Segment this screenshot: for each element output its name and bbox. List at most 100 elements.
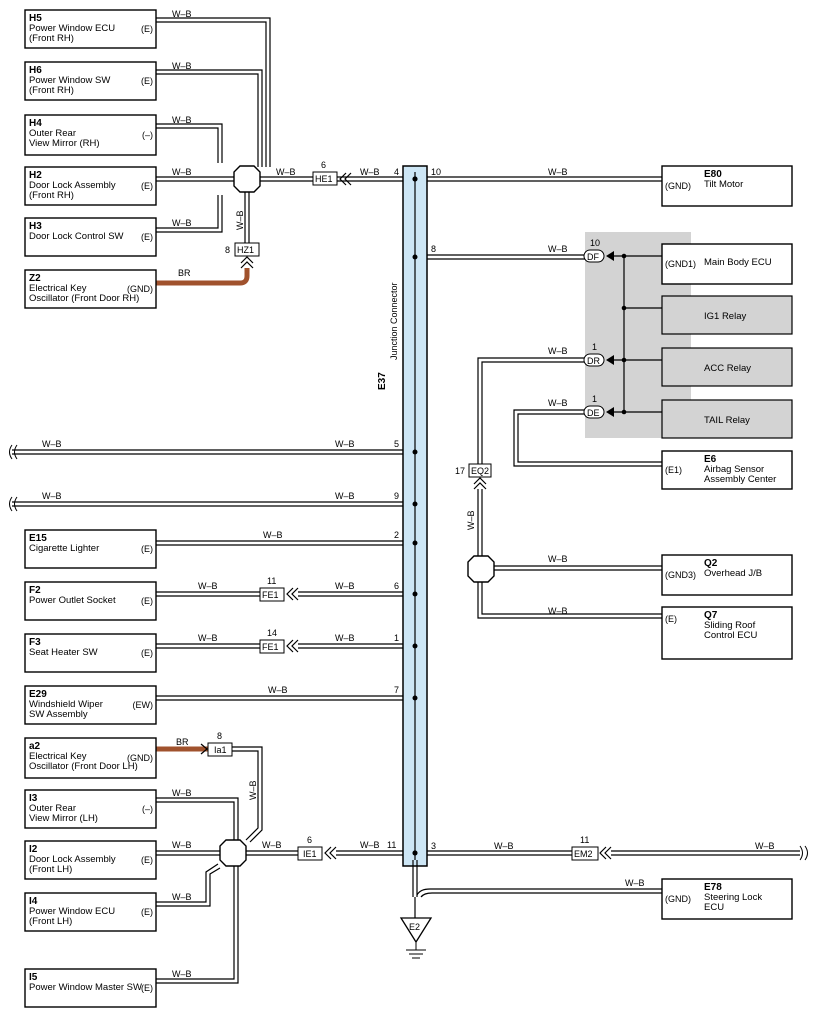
component-id: H3 <box>29 221 42 232</box>
component-name: Sliding Roof <box>704 620 756 631</box>
component-id: I4 <box>29 896 38 907</box>
pin-1: 1 <box>394 633 399 643</box>
svg-text:17: 17 <box>455 466 465 476</box>
wire-label: W–B <box>335 491 355 501</box>
wire-label: W–B <box>548 346 568 356</box>
wire-label: W–B <box>494 841 514 851</box>
component-name: Door Lock Assembly <box>29 180 116 191</box>
wire-label: W–B <box>360 840 380 850</box>
pin-9: 9 <box>394 491 399 501</box>
component-name: View Mirror (LH) <box>29 813 98 824</box>
wire-label: W–B <box>625 878 645 888</box>
component-name: Power Window Master SW <box>29 982 142 993</box>
component-pin: (GND) <box>127 284 153 294</box>
junction-name: Junction Connector <box>389 282 399 360</box>
component-id: H6 <box>29 65 42 76</box>
pin-4: 4 <box>394 167 399 177</box>
splice-point <box>219 839 247 867</box>
component-id: Q7 <box>704 610 718 621</box>
svg-text:8: 8 <box>225 245 230 255</box>
component-name: Cigarette Lighter <box>29 543 99 554</box>
wire-label: W–B <box>360 167 380 177</box>
wire-label: W–B <box>548 554 568 564</box>
component-pin: (E) <box>141 983 153 993</box>
svg-text:EQ2: EQ2 <box>471 466 489 476</box>
component-mbe: Main Body ECU (GND1) <box>661 243 793 285</box>
wire-label: W–B <box>172 61 192 71</box>
svg-text:DF: DF <box>587 252 599 262</box>
component-id: Z2 <box>29 273 41 284</box>
wire-label: W–B <box>172 218 192 228</box>
component-name: (Front RH) <box>29 190 74 201</box>
component-pin: (EW) <box>133 700 154 710</box>
connector-hz1: HZ1 8 <box>225 242 260 269</box>
component-pin: (–) <box>142 804 153 814</box>
component-id: H4 <box>29 118 42 129</box>
component-pin: (E) <box>141 855 153 865</box>
component-id: F3 <box>29 637 41 648</box>
svg-text:DE: DE <box>587 408 600 418</box>
wire-label: W–B <box>335 439 355 449</box>
wire-label: W–B <box>548 167 568 177</box>
svg-text:IE1: IE1 <box>303 849 317 859</box>
component-name: Tilt Motor <box>704 179 743 190</box>
component-pin: (GND1) <box>665 259 696 269</box>
wire-label: W–B <box>263 530 283 540</box>
wire-label: W–B <box>172 892 192 902</box>
component-pin: (E) <box>141 76 153 86</box>
wire-label: W–B <box>172 167 192 177</box>
component-name: Seat Heater SW <box>29 647 98 658</box>
svg-text:FE1: FE1 <box>262 590 279 600</box>
component-name: Power Window SW <box>29 75 110 86</box>
component-name: Windshield Wiper <box>29 699 103 710</box>
component-name: Door Lock Control SW <box>29 231 124 242</box>
component-name: Power Window ECU <box>29 23 115 34</box>
pin-3: 3 <box>431 841 436 851</box>
component-pin: (E) <box>141 24 153 34</box>
wire-label: W–B <box>548 244 568 254</box>
svg-text:TAIL Relay: TAIL Relay <box>704 415 750 426</box>
component-name: View Mirror (RH) <box>29 138 100 149</box>
component-pin: (E) <box>141 181 153 191</box>
splice-point <box>233 165 261 193</box>
component-name: Steering Lock <box>704 892 762 903</box>
component-id: I3 <box>29 793 38 804</box>
svg-text:11: 11 <box>580 835 589 845</box>
pin-10: 10 <box>431 167 441 177</box>
component-name: Assembly Center <box>704 474 776 485</box>
component-id: I5 <box>29 972 38 983</box>
component-name: ECU <box>704 902 724 913</box>
svg-text:EM2: EM2 <box>574 849 593 859</box>
wire-label: W–B <box>42 439 62 449</box>
component-pin: (GND3) <box>665 570 696 580</box>
component-pin: (E) <box>141 907 153 917</box>
component-name: Main Body ECU <box>704 257 772 268</box>
component-pin: (E) <box>141 232 153 242</box>
pin-6: 6 <box>394 581 399 591</box>
connector-fe1-b: FE1 14 <box>259 628 299 654</box>
component-name: Outer Rear <box>29 128 76 139</box>
wire-label: W–B <box>548 398 568 408</box>
component-id: H2 <box>29 170 42 181</box>
svg-text:IG1 Relay: IG1 Relay <box>704 311 746 322</box>
connector-eq2: EQ2 17 <box>455 463 492 490</box>
wire-label: W–B <box>248 780 258 800</box>
wire-label: W–B <box>172 9 192 19</box>
component-name: Power Outlet Socket <box>29 595 116 606</box>
component-name: Control ECU <box>704 630 757 641</box>
pin-5: 5 <box>394 439 399 449</box>
relay-acc: ACC Relay <box>661 347 793 387</box>
wire-label: W–B <box>548 606 568 616</box>
junction-id: E37 <box>377 372 388 390</box>
wire-label: W–B <box>42 491 62 501</box>
component-id: a2 <box>29 741 41 752</box>
